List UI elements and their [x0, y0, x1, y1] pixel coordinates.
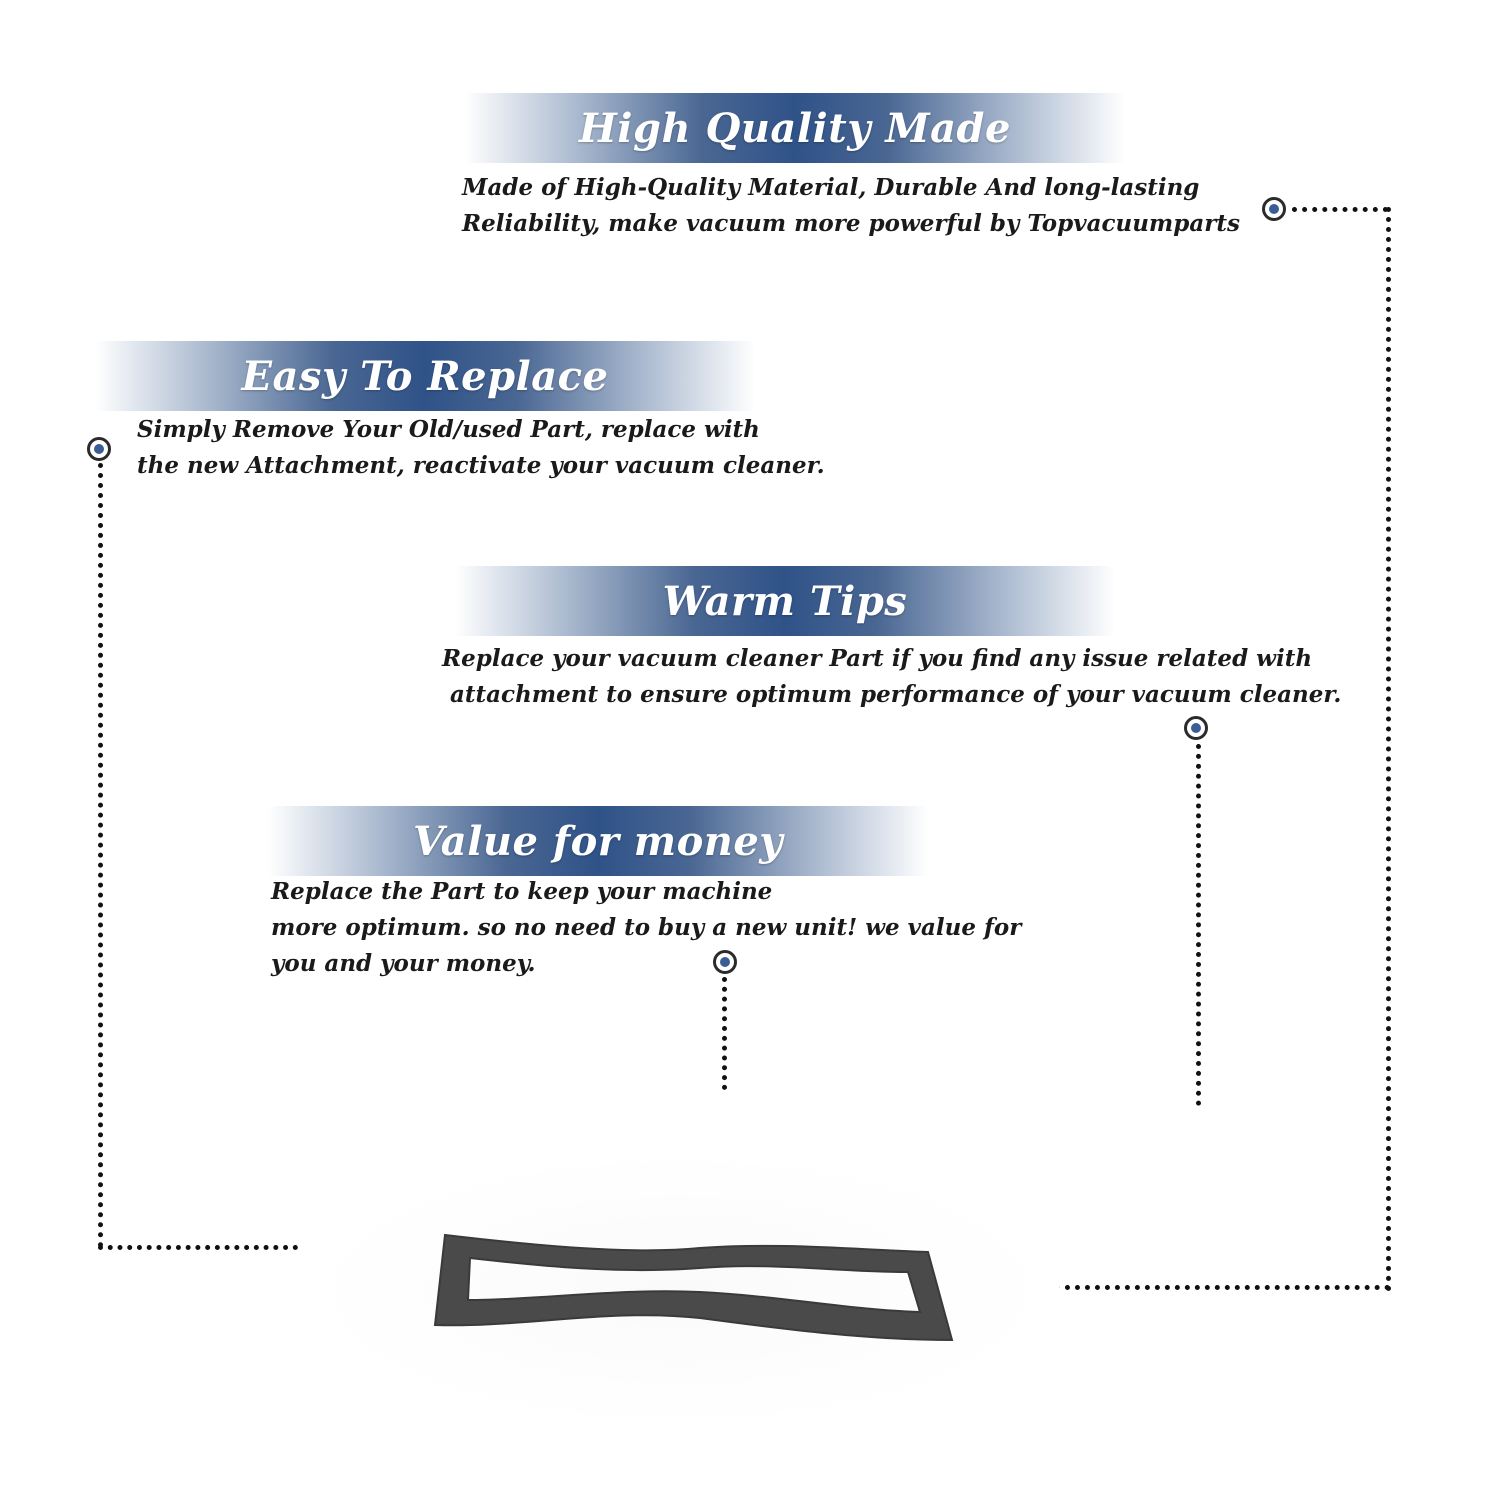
description-line: Replace your vacuum cleaner Part if you … [442, 645, 1313, 672]
description-line: Made of High-Quality Material, Durable A… [462, 174, 1200, 201]
banner-high-quality: High Quality Made [465, 93, 1125, 163]
banner-title: Easy To Replace [241, 352, 609, 400]
description-line: Simply Remove Your Old/used Part, replac… [137, 416, 760, 443]
banner-title: Warm Tips [662, 577, 908, 625]
gasket-product-image [433, 1233, 954, 1342]
connector-line [722, 977, 727, 1090]
banner-title: High Quality Made [579, 104, 1011, 152]
description-line: you and your money. [271, 950, 536, 977]
description-line: the new Attachment, reactivate your vacu… [137, 452, 825, 479]
connector-line [1292, 207, 1388, 212]
banner-warm-tips: Warm Tips [455, 566, 1115, 636]
banner-title: Value for money [412, 817, 784, 865]
description-value-money: Replace the Part to keep your machine mo… [271, 874, 1021, 982]
description-line: Reliability, make vacuum more powerful b… [462, 210, 1240, 237]
banner-value-money: Value for money [268, 806, 928, 876]
marker-high-quality-icon [1262, 197, 1286, 221]
marker-warm-tips-icon [1184, 716, 1208, 740]
marker-value-money-icon [713, 950, 737, 974]
connector-line [1035, 1285, 1390, 1290]
connector-line [98, 463, 103, 1248]
connector-line [1386, 207, 1391, 1292]
connector-line [98, 1245, 298, 1250]
description-line: attachment to ensure optimum performance… [442, 681, 1342, 708]
gasket-shape [433, 1233, 954, 1342]
description-line: Replace the Part to keep your machine [271, 878, 773, 905]
description-line: more optimum. so no need to buy a new un… [271, 914, 1022, 941]
description-high-quality: Made of High-Quality Material, Durable A… [462, 170, 1240, 242]
marker-easy-replace-icon [87, 437, 111, 461]
connector-line [1196, 744, 1201, 1106]
description-warm-tips: Replace your vacuum cleaner Part if you … [442, 641, 1341, 713]
description-easy-replace: Simply Remove Your Old/used Part, replac… [137, 412, 825, 484]
banner-easy-replace: Easy To Replace [95, 341, 755, 411]
